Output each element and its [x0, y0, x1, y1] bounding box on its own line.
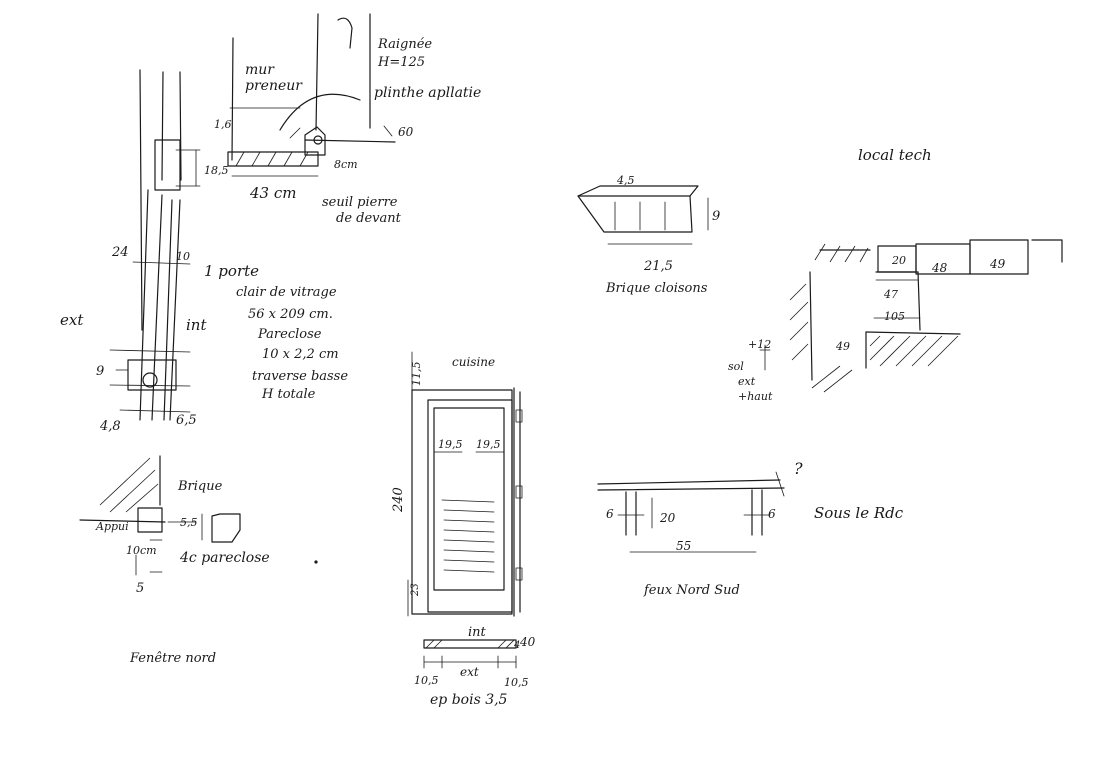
appui-section: [79, 455, 241, 576]
dim-lt-48: 48: [931, 261, 948, 275]
dim-19-5b: 19,5: [476, 438, 501, 451]
dim-lt-47: 47: [883, 288, 898, 301]
note-1-porte: 1 porte: [204, 262, 259, 280]
dim-4-8: 4,8: [99, 419, 121, 434]
label-feux: feux Nord Sud: [643, 583, 740, 598]
dim-11-5: 11,5: [410, 362, 423, 387]
dim-brique-9: 9: [712, 209, 720, 224]
dim-lt-12: +12: [748, 338, 771, 351]
label-int-bottom: int: [468, 625, 487, 640]
label-brique: Brique: [177, 479, 223, 494]
dim-10-5b: 10,5: [504, 676, 529, 689]
dim-24: 24: [111, 245, 129, 260]
sous-rdc-section: [597, 471, 785, 553]
note-pareclose: Pareclose: [257, 327, 322, 342]
door-plan-section: [423, 639, 517, 669]
label-preneur: preneur: [245, 78, 303, 94]
dim-brique-21-5: 21,5: [643, 259, 673, 274]
label-sous-rdc: Sous le Rdc: [814, 504, 904, 522]
label-plus-haut: +haut: [738, 390, 773, 403]
dim-10cm: 10cm: [126, 544, 157, 557]
dim-8cm: 8cm: [334, 158, 358, 171]
dim-srdc-6a: 6: [606, 507, 614, 521]
dim-srdc-20: 20: [659, 511, 676, 525]
dim-23: 23: [410, 583, 421, 597]
label-de-devant: de devant: [336, 211, 402, 226]
door-notes: 1 porte clair de vitrage 56 x 209 cm. Pa…: [204, 262, 348, 402]
label-int-left: int: [186, 316, 207, 334]
label-mur: mur: [245, 62, 275, 78]
local-tech-plan: [759, 239, 1063, 393]
dim-5: 5: [136, 581, 144, 596]
label-appui: Appui: [95, 520, 129, 533]
stray-dot: [314, 560, 318, 564]
brique-cloison-sketch: [577, 185, 709, 245]
dim-lt-20: 20: [891, 254, 906, 267]
label-4c-pareclose: 4c pareclose: [179, 550, 270, 566]
label-raignee: Raignée: [377, 37, 432, 52]
note-h-totale: H totale: [261, 387, 316, 402]
window-vertical-section: [109, 69, 201, 421]
dim-srdc-55: 55: [676, 539, 691, 553]
sill-section: [227, 13, 396, 177]
note-56x209: 56 x 209 cm.: [248, 307, 333, 322]
label-seuil: seuil pierre: [322, 195, 398, 210]
label-plinthe: plinthe apllatie: [374, 85, 481, 101]
dim-240: 240: [391, 487, 406, 513]
dim-brique-4-5: 4,5: [616, 174, 635, 187]
label-cuisine: cuisine: [452, 355, 495, 369]
label-question: ?: [794, 459, 803, 478]
label-local-tech: local tech: [858, 146, 932, 164]
label-ext-bottom: ext: [460, 665, 479, 679]
dim-lt-105: 105: [884, 310, 905, 323]
label-h125: H=125: [377, 55, 425, 70]
label-fenetre-nord: Fenêtre nord: [129, 651, 216, 666]
label-ep-bois: ep bois 3,5: [430, 692, 508, 708]
dim-5-5: 5,5: [180, 516, 198, 529]
dim-40: 40: [519, 635, 536, 649]
dim-srdc-6b: 6: [768, 507, 776, 521]
dim-18-5: 18,5: [204, 164, 229, 177]
label-sol: sol: [728, 360, 744, 373]
note-traverse: traverse basse: [252, 369, 348, 384]
label-ext-left: ext: [60, 311, 84, 329]
dim-10-left: 10: [176, 250, 190, 263]
dim-10-5a: 10,5: [414, 674, 439, 687]
dim-19-5a: 19,5: [438, 438, 463, 451]
dim-lt-49: 49: [989, 257, 1006, 271]
dim-6-5: 6,5: [176, 413, 197, 428]
dim-9: 9: [96, 364, 104, 379]
dim-60: 60: [398, 125, 414, 139]
note-10x22: 10 x 2,2 cm: [262, 347, 339, 362]
dim-1-6: 1,6: [214, 118, 232, 131]
note-clair: clair de vitrage: [236, 285, 337, 300]
dim-43cm: 43 cm: [249, 184, 296, 202]
cuisine-door-elevation: [407, 351, 523, 617]
dim-4: 4: [513, 640, 520, 651]
label-sol-ext: ext: [738, 375, 756, 388]
dim-lt-49b: 49: [835, 340, 850, 353]
label-brique-cloisons: Brique cloisons: [605, 281, 708, 296]
